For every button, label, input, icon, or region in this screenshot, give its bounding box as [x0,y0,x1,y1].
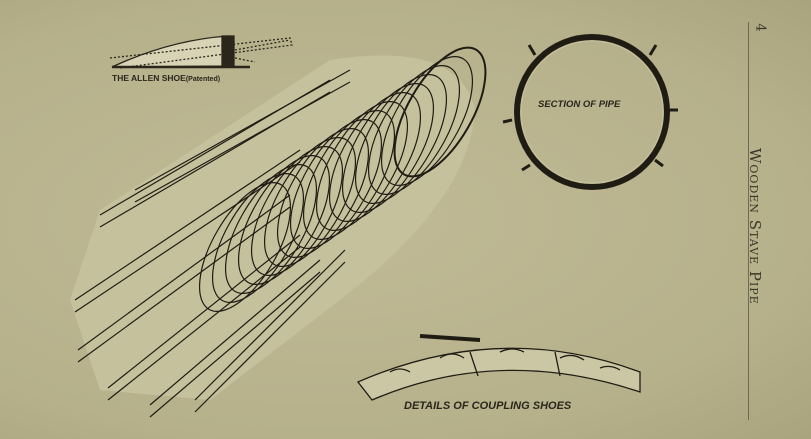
pipe-band [211,173,305,303]
stave-pipe-drawing [70,46,487,418]
pipe-stave [149,271,321,418]
pipe-stave [134,81,351,203]
pipe-band [250,146,344,276]
pipe-stave [77,194,291,351]
pipe-stave [77,206,291,363]
section-of-pipe-label: SECTION OF PIPE [538,99,621,110]
pipe-stave [107,246,301,401]
pipe-stave [194,249,346,401]
pipe-stave [107,234,301,389]
coupling-shoes-label: DETAILS OF COUPLING SHOES [404,400,572,412]
pipe-stave [194,261,346,413]
pipe-section-drawing [502,34,678,190]
coupling-shoes-drawing [356,334,641,401]
allen-shoe-drawing [109,35,293,69]
pipe-band [198,182,292,312]
allen-shoe-label: THE ALLEN SHOE [112,73,186,83]
pipe-band [237,155,331,285]
pipe-stave [74,161,301,313]
pipe-stave [74,149,301,301]
allen-shoe-caption: THE ALLEN SHOE(Patented) [112,73,220,83]
allen-shoe-note: (Patented) [185,76,221,83]
pipe-stave [149,259,321,406]
margin-rule [748,22,749,420]
pipe-band [224,164,318,294]
pipe-stave [134,69,351,191]
